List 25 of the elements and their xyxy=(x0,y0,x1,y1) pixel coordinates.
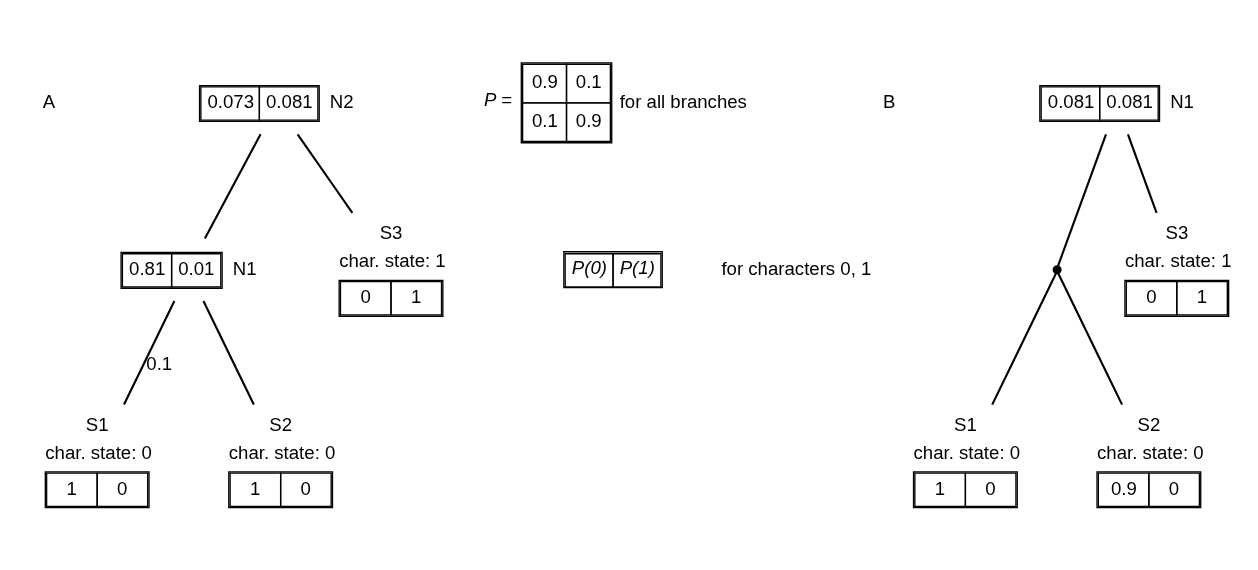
node-label: char. state: 0 xyxy=(1097,441,1204,463)
edge-label: 0.1 xyxy=(146,353,173,375)
node-label: N2 xyxy=(329,91,354,113)
label: 0.9 xyxy=(531,71,558,93)
node-label: S3 xyxy=(379,222,403,244)
node-label: char. state: 1 xyxy=(339,250,446,272)
label: 0.1 xyxy=(575,71,602,93)
node-label: char. state: 0 xyxy=(228,441,336,463)
node-label: S3 xyxy=(1165,222,1189,244)
node-label: char. state: 0 xyxy=(913,441,1021,463)
label: 0.9 xyxy=(575,110,602,132)
label: for characters 0, 1 xyxy=(721,257,872,279)
node-label: S1 xyxy=(954,413,977,435)
label: P = xyxy=(484,89,512,111)
node-label: char. state: 0 xyxy=(45,441,152,463)
label: 0.1 xyxy=(531,110,558,132)
label: for all branches xyxy=(619,90,747,112)
node-label: S1 xyxy=(85,413,109,435)
label: A xyxy=(42,90,56,112)
node-label: S2 xyxy=(269,413,293,435)
node-label: N1 xyxy=(232,258,257,280)
node-label: char. state: 1 xyxy=(1124,250,1232,272)
node-label: S2 xyxy=(1137,413,1161,435)
label: B xyxy=(882,90,896,112)
node-label: N1 xyxy=(1170,91,1194,113)
